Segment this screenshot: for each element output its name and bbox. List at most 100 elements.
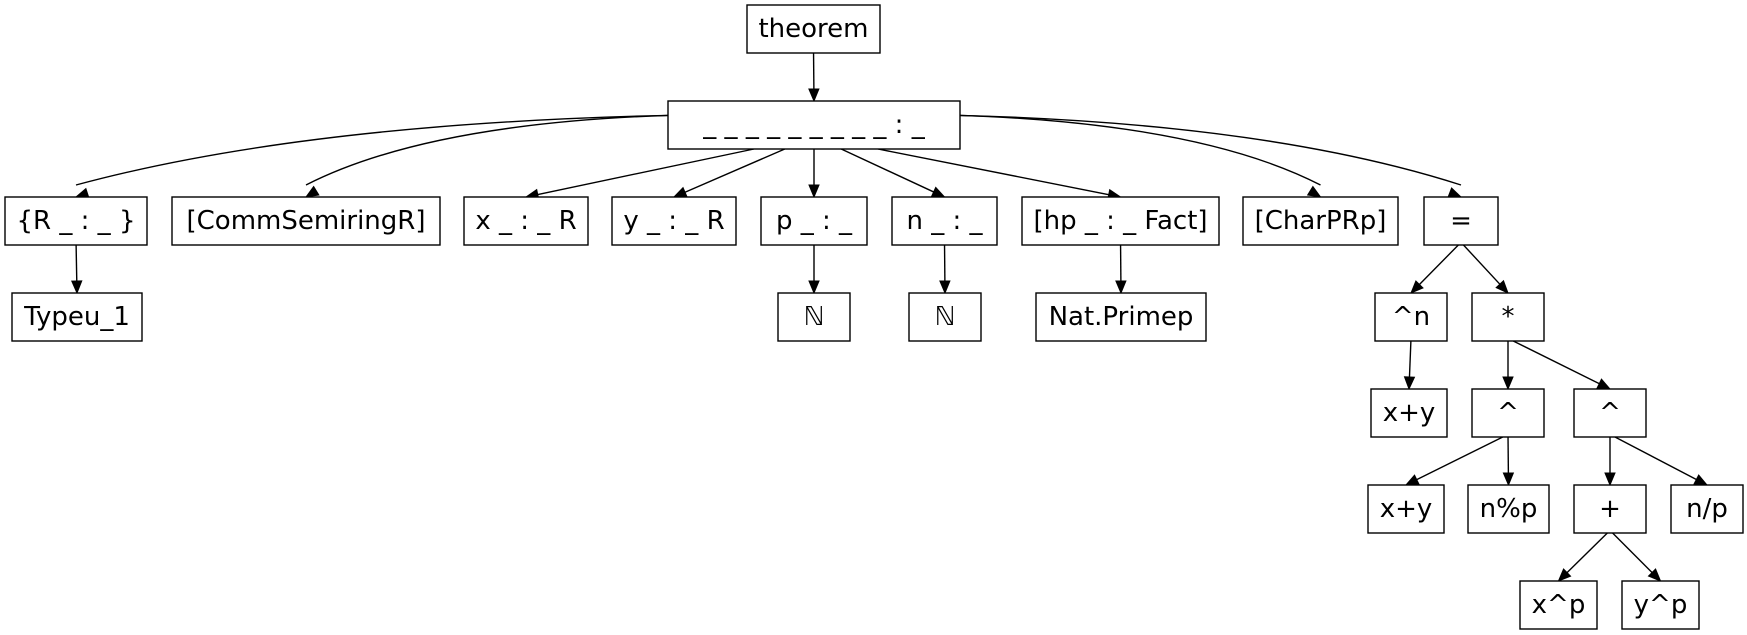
edge-arrowhead: [1693, 474, 1709, 486]
edge-arrowhead: [672, 186, 688, 198]
node-label: ℕ: [935, 302, 956, 332]
node-label: =: [1450, 206, 1472, 236]
node-box: [1370, 388, 1448, 438]
node-box: [777, 292, 851, 342]
edge-arrowhead: [1647, 568, 1662, 582]
tree-node-charp: [CharPRp]: [1242, 196, 1399, 246]
edge-arrowhead: [1404, 474, 1420, 486]
edge-line: [1416, 436, 1504, 481]
node-label: {R _ : _ }: [17, 206, 136, 236]
tree-edge-binder-y: [672, 148, 786, 198]
tree-node-pown: ^n: [1374, 292, 1448, 342]
node-label: Nat.Primep: [1049, 302, 1194, 332]
edge-line: [684, 148, 786, 193]
node-label: y^p: [1634, 590, 1688, 620]
tree-node-p: p _ : _: [760, 196, 868, 246]
edge-arrowhead: [71, 280, 83, 295]
node-label: Typeu_1: [23, 302, 130, 332]
edge-line: [1418, 244, 1459, 285]
edge-line: [959, 114, 1462, 186]
node-box: [667, 100, 961, 150]
tree-node-y: y _ : _ R: [611, 196, 737, 246]
node-label: x^p: [1532, 590, 1586, 620]
edge-arrowhead: [1447, 187, 1463, 198]
edge-line: [1566, 532, 1608, 574]
node-box: [1670, 484, 1744, 534]
edge-arrowhead: [939, 280, 951, 295]
tree-node-xy2: x+y: [1367, 484, 1445, 534]
node-box: [908, 292, 982, 342]
node-box: [1423, 196, 1499, 246]
node-box: [4, 196, 148, 246]
tree-nodes: theorem _ _ _ _ _ _ _ _ _ : _ {R _ : _ } [C…: [4, 4, 1744, 630]
node-label: theorem: [758, 14, 868, 44]
tree-edge-mul-pow1: [1502, 341, 1514, 391]
tree-edge-R-typeu: [71, 244, 83, 295]
tree-node-yp: y^p: [1621, 580, 1700, 630]
edge-arrowhead: [1306, 185, 1322, 198]
edge-line: [1408, 340, 1412, 378]
tree-node-mul: *: [1471, 292, 1545, 342]
tree-node-natp: ℕ: [777, 292, 851, 342]
node-box: [1021, 196, 1220, 246]
node-box: [1035, 292, 1207, 342]
node-label: p _ : _: [776, 206, 853, 236]
tree-node-plus: +: [1573, 484, 1647, 534]
node-label: ^: [1497, 398, 1519, 428]
node-label: x+y: [1383, 398, 1436, 428]
edge-arrowhead: [930, 186, 946, 198]
tree-edge-plus-xp: [1557, 532, 1608, 582]
node-box: [1621, 580, 1700, 630]
edge-arrowhead: [1115, 280, 1127, 295]
tree-edge-theorem-binder: [808, 52, 820, 103]
node-label: [hp _ : _ Fact]: [1033, 206, 1207, 236]
node-label: ℕ: [804, 302, 825, 332]
tree-node-eq: =: [1423, 196, 1499, 246]
edge-arrowhead: [1604, 472, 1616, 487]
tree-edge-pown-xy1: [1403, 340, 1416, 391]
tree-edge-mul-pow2: [1512, 340, 1612, 390]
edge-arrowhead: [1502, 472, 1515, 487]
tree-node-xy1: x+y: [1370, 388, 1448, 438]
tree-edge-binder-p: [808, 149, 820, 199]
tree-node-theorem: theorem: [746, 4, 881, 54]
node-label: ^: [1599, 398, 1621, 428]
tree-edge-pow1-nmodp: [1502, 436, 1515, 487]
edge-line: [1614, 436, 1697, 481]
node-box: [171, 196, 441, 246]
node-box: [1573, 484, 1647, 534]
tree-edge-hp-prime: [1115, 244, 1127, 295]
node-label: x+y: [1380, 494, 1433, 524]
node-box: [1471, 388, 1545, 438]
edge-line: [537, 148, 755, 196]
tree-edge-p-natp: [808, 245, 820, 295]
tree-node-binder: _ _ _ _ _ _ _ _ _ : _: [667, 100, 961, 150]
tree-edge-binder-comm: [304, 114, 669, 198]
node-label: _ _ _ _ _ _ _ _ _ : _: [702, 110, 925, 140]
node-label: y _ : _ R: [623, 206, 724, 236]
tree-edge-binder-n: [840, 148, 946, 198]
tree-node-hp: [hp _ : _ Fact]: [1021, 196, 1220, 246]
node-label: x _ : _ R: [475, 206, 576, 236]
node-label: +: [1599, 494, 1621, 524]
edge-line: [1612, 532, 1653, 574]
tree-node-typeu: Typeu_1: [11, 292, 143, 342]
node-box: [1519, 580, 1598, 630]
tree-node-n: n _ : _: [891, 196, 998, 246]
tree-edge-pow1-xy2: [1404, 436, 1504, 486]
edge-line: [877, 148, 1109, 196]
node-box: [1467, 484, 1550, 534]
tree-node-xp: x^p: [1519, 580, 1598, 630]
node-box: [1471, 292, 1545, 342]
edge-arrowhead: [808, 88, 820, 103]
node-label: *: [1502, 302, 1515, 332]
tree-edge-binder-eq: [959, 114, 1463, 198]
edge-line: [840, 148, 934, 193]
tree-edge-eq-mul: [1462, 244, 1509, 294]
tree-node-x: x _ : _ R: [463, 196, 589, 246]
edge-arrowhead: [1502, 376, 1514, 391]
node-label: n%p: [1480, 494, 1538, 524]
node-box: [1242, 196, 1399, 246]
tree-node-nmodp: n%p: [1467, 484, 1550, 534]
tree-node-comm: [CommSemiringR]: [171, 196, 441, 246]
